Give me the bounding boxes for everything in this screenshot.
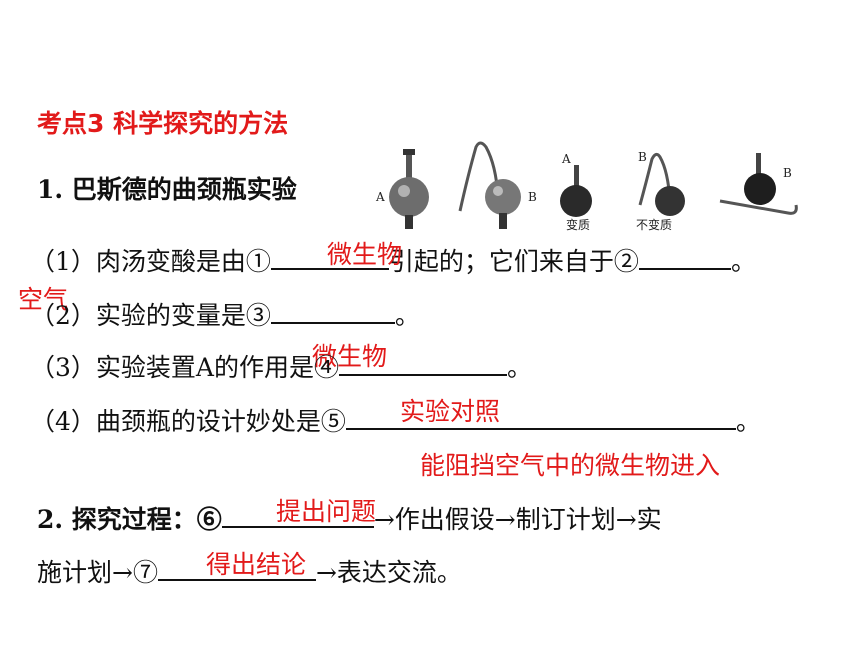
answer-2: 空气 — [18, 285, 69, 314]
flask-label: B — [638, 150, 647, 164]
answer-4: 实验对照 — [400, 397, 501, 426]
flask-caption: 变质 — [566, 217, 590, 232]
flask-a-spoiled: A 变质 — [560, 152, 592, 232]
experiment-title: 1. 巴斯德的曲颈瓶实验 — [37, 175, 297, 204]
answer-5: 能阻挡空气中的微生物进入 — [420, 451, 721, 480]
flask-label: A — [375, 190, 385, 204]
flask-b-not-spoiled: B 不变质 — [636, 150, 685, 232]
answer-6: 提出问题 — [276, 497, 377, 526]
answer-blank-1 — [270, 244, 389, 270]
process-line-1: 2. 探究过程：⑥→作出假设→制订计划→实 — [37, 500, 662, 536]
question-4: （4）曲颈瓶的设计妙处是⑤。 — [30, 402, 761, 438]
flask-label: A — [561, 152, 571, 166]
flask-b-curved: B — [458, 141, 537, 229]
flask-a-straight: A — [375, 149, 429, 229]
answer-blank-3 — [270, 298, 395, 324]
section-heading: 考点3 科学探究的方法 — [37, 109, 289, 138]
answer-blank-6 — [221, 502, 374, 528]
answer-7: 得出结论 — [206, 550, 307, 579]
flask-caption: 不变质 — [636, 217, 672, 232]
answer-1: 微生物 — [327, 240, 403, 269]
flask-label: B — [783, 166, 792, 180]
question-3: （3）实验装置A的作用是④。 — [30, 348, 532, 384]
answer-blank-2 — [638, 244, 731, 270]
answer-3: 微生物 — [312, 342, 388, 371]
flask-b-broken: B — [719, 153, 798, 215]
process-line-2: 施计划→⑦→表达交流。 — [37, 553, 462, 589]
answer-blank-5 — [345, 404, 736, 430]
flask-label: B — [528, 190, 537, 204]
answer-blank-4 — [338, 350, 507, 376]
swan-neck-flask-figure: A B A 变质 B 不变质 B — [375, 141, 798, 232]
answer-blank-7 — [157, 555, 316, 581]
question-2: （2）实验的变量是③。 — [30, 296, 420, 332]
